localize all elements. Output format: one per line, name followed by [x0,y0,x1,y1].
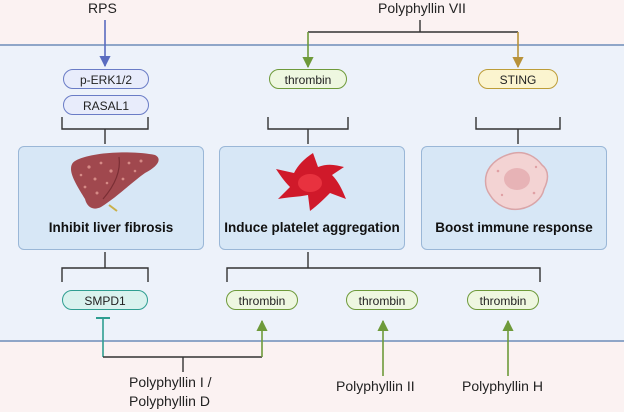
panel-immune-title: Boost immune response [435,220,593,235]
panel-liver-fibrosis: Inhibit liver fibrosis [18,146,204,250]
thrombin-bottom-pill-3: thrombin [467,290,539,310]
thrombin-top-pill: thrombin [269,69,347,89]
panel-liver-title: Inhibit liver fibrosis [48,220,174,235]
rps-label: RPS [88,0,117,16]
immune-cell-icon [422,149,606,213]
rasal1-pill: RASAL1 [63,95,149,115]
polyphyllin-h-label: Polyphyllin H [462,378,543,394]
polyphyllin-i-d-branch [96,317,268,372]
perk-pill: p-ERK1/2 [63,69,149,89]
bottom-brackets [61,252,541,282]
top-brackets [61,117,561,144]
polyphyllin-vii-label: Polyphyllin VII [378,0,466,16]
polyphyllin-i-label: Polyphyllin I / [129,374,212,390]
thrombin-bottom-pill-2: thrombin [346,290,418,310]
liver-icon [19,149,203,213]
panel-platelet-aggregation: Induce platelet aggregation [219,146,405,250]
panel-platelet-title: Induce platelet aggregation [224,220,400,235]
polyphyllin-ii-label: Polyphyllin II [336,378,415,394]
sting-pill: STING [478,69,558,89]
platelet-icon [220,149,404,213]
smpd1-pill: SMPD1 [62,290,148,310]
polyphyllin-vii-branch [302,20,524,69]
panel-immune-response: Boost immune response [421,146,607,250]
polyphyllin-d-label: Polyphyllin D [129,393,210,409]
thrombin-bottom-pill-1: thrombin [226,290,298,310]
